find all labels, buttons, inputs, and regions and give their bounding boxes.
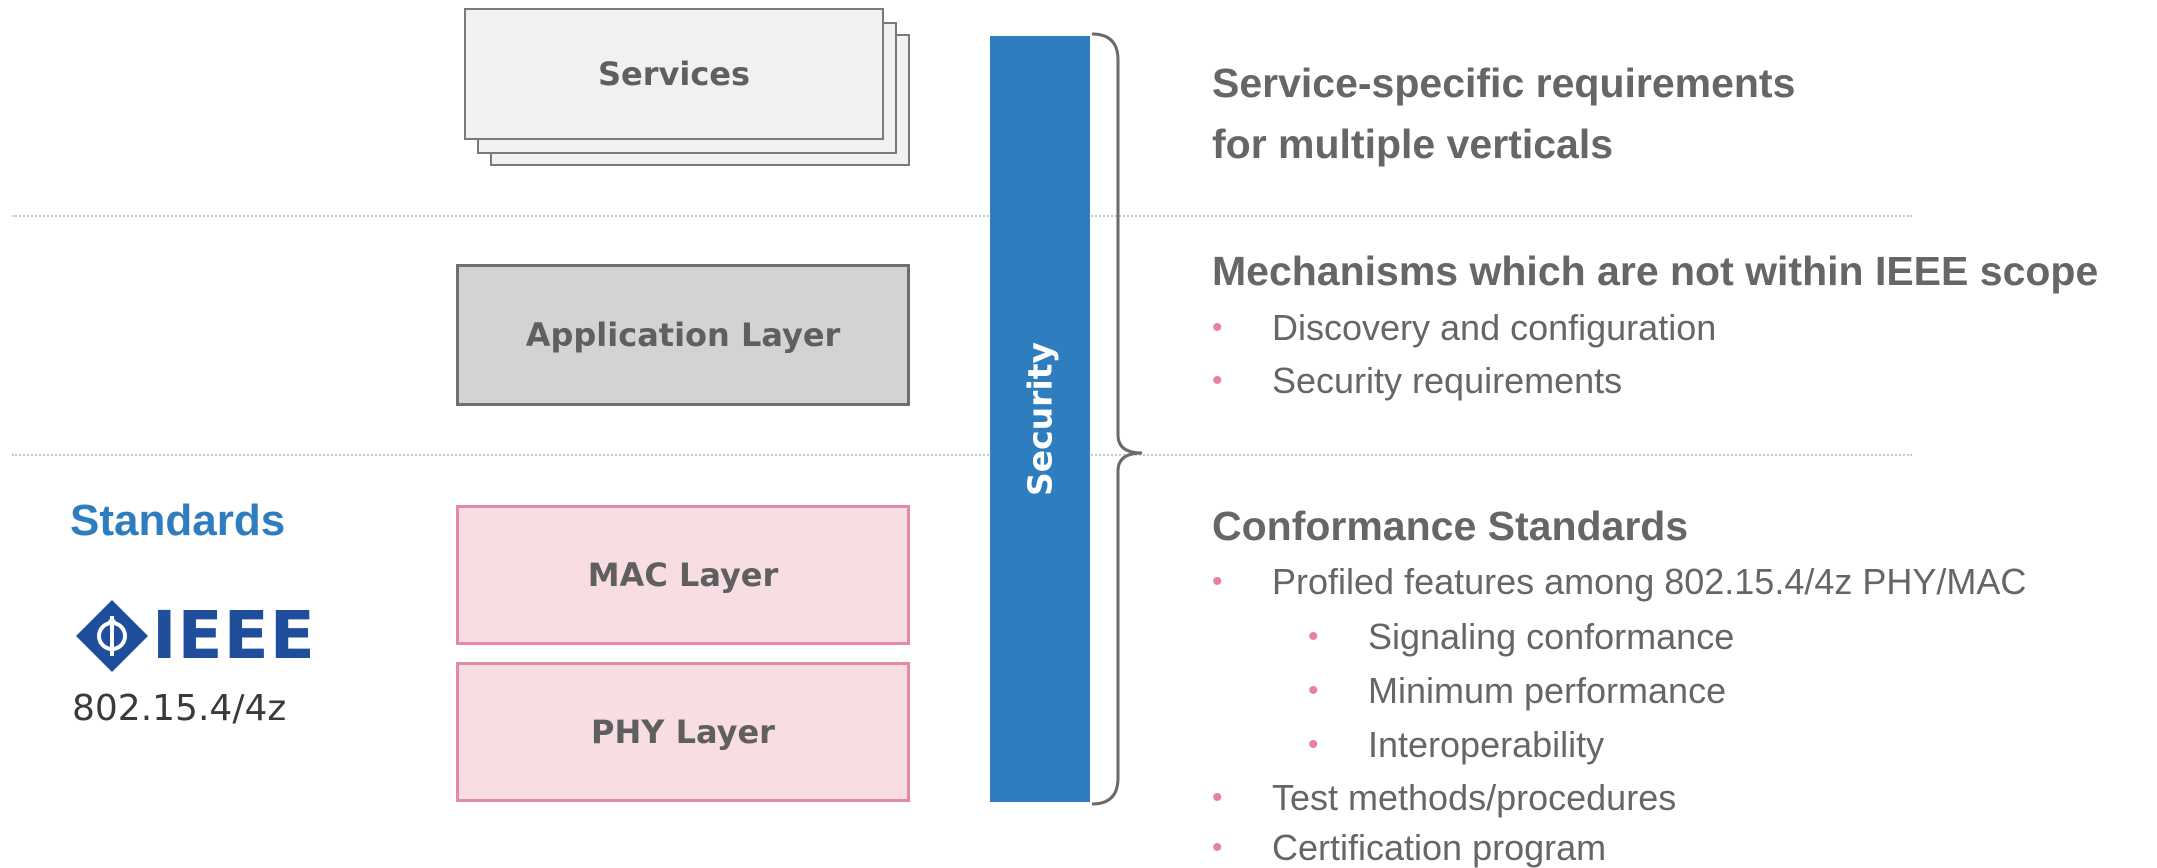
- services-heading-line2: for multiple verticals: [1212, 121, 1614, 167]
- list-item: • Profiled features among 802.15.4/4z PH…: [1212, 561, 2027, 602]
- list-item-label: Certification program: [1272, 827, 1607, 868]
- bullet-icon: •: [1308, 620, 1319, 653]
- divider-bottom: [12, 454, 1912, 456]
- list-item-label: Discovery and configuration: [1272, 307, 1717, 348]
- bullet-icon: •: [1212, 364, 1223, 397]
- services-label: Services: [597, 55, 751, 93]
- bullet-icon: •: [1212, 565, 1223, 598]
- application-layer-box: Application Layer: [456, 264, 910, 406]
- mac-layer-box: MAC Layer: [456, 505, 910, 645]
- sub-list-item-label: Signaling conformance: [1368, 616, 1735, 657]
- list-item-label: Profiled features among 802.15.4/4z PHY/…: [1272, 561, 2027, 602]
- mac-layer-label: MAC Layer: [587, 556, 779, 594]
- sub-list-item: • Minimum performance: [1308, 670, 1727, 711]
- list-item: • Discovery and configuration: [1212, 307, 1717, 348]
- sub-list-item-label: Interoperability: [1368, 724, 1605, 765]
- bullet-icon: •: [1212, 311, 1223, 344]
- security-label: Security: [1020, 341, 1060, 497]
- security-bar: Security: [990, 36, 1090, 802]
- phy-layer-label: PHY Layer: [591, 713, 775, 751]
- services-heading-line1: Service-specific requirements: [1212, 60, 1796, 106]
- conformance-heading: Conformance Standards: [1212, 503, 1689, 549]
- list-item-label: Test methods/procedures: [1272, 777, 1677, 818]
- list-item: • Test methods/procedures: [1212, 777, 1677, 818]
- services-box: Services: [464, 8, 884, 140]
- standard-version: 802.15.4/4z: [72, 688, 287, 729]
- list-item-label: Security requirements: [1272, 360, 1623, 401]
- sub-list-item: • Signaling conformance: [1308, 616, 1735, 657]
- sub-list-item-label: Minimum performance: [1368, 670, 1727, 711]
- ieee-logo-text: IEEE: [152, 597, 316, 674]
- list-item: • Certification program: [1212, 827, 1607, 868]
- standards-label: Standards: [70, 496, 286, 545]
- sub-list-item: • Interoperability: [1308, 724, 1605, 765]
- brace-icon: [1091, 32, 1143, 806]
- bullet-icon: •: [1212, 781, 1223, 814]
- mechanisms-heading: Mechanisms which are not within IEEE sco…: [1212, 248, 2099, 294]
- ieee-diamond-icon: [76, 600, 148, 672]
- bullet-icon: •: [1308, 674, 1319, 707]
- bullet-icon: •: [1308, 728, 1319, 761]
- application-layer-label: Application Layer: [525, 316, 841, 354]
- phy-layer-box: PHY Layer: [456, 662, 910, 802]
- bullet-icon: •: [1212, 831, 1223, 864]
- divider-top: [12, 215, 1912, 217]
- list-item: • Security requirements: [1212, 360, 1623, 401]
